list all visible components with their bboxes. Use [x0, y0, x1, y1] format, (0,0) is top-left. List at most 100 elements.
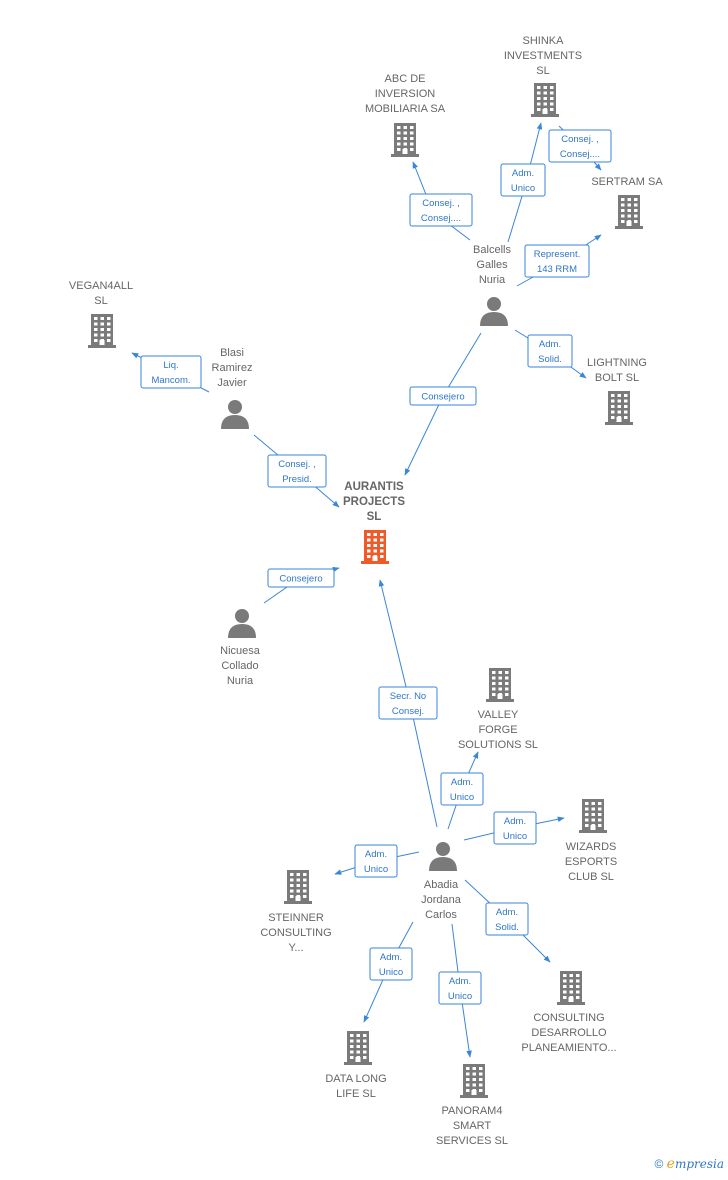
edge-label-text: Solid. — [495, 922, 519, 933]
edge-label-box[interactable] — [267, 568, 335, 588]
edge-abadia-to-valley: Adm.Unico — [440, 751, 484, 830]
edge-label-text: 143 RRM — [537, 264, 577, 275]
edge-blasi-to-aurantis: Consej. ,Presid. — [253, 434, 340, 508]
edge-label[interactable]: Adm. Unico — [493, 811, 537, 845]
node-label: ESPORTS — [565, 856, 617, 868]
edge-label-text: Consej.... — [421, 213, 461, 224]
edge-label-box[interactable] — [409, 386, 477, 406]
edge-label-box[interactable] — [369, 947, 413, 981]
edge-label-box[interactable] — [440, 772, 484, 806]
node-label: Balcells — [473, 244, 511, 256]
edge-label-box[interactable] — [267, 454, 327, 488]
edge-label-box[interactable] — [354, 844, 398, 878]
node-sertram[interactable]: SERTRAM SA — [591, 176, 663, 229]
edge-label[interactable]: Liq.Mancom. — [140, 355, 202, 389]
edge-label-box[interactable] — [527, 334, 573, 368]
edge-balcells-to-aurantis: Consejero — [404, 332, 482, 476]
edge-label-text: Adm. — [504, 816, 526, 827]
node-label: Blasi — [220, 347, 244, 359]
edge-label-text: Adm. — [380, 952, 402, 963]
edge-label[interactable]: Adm.Unico — [438, 971, 482, 1005]
edge-label-box[interactable] — [485, 902, 529, 936]
node-label: AURANTIS — [344, 481, 404, 493]
edge-abadia-to-steinner: Adm.Unico — [334, 844, 420, 878]
company-building-icon — [486, 668, 514, 702]
node-label: SERTRAM SA — [591, 176, 663, 188]
company-building-icon — [605, 391, 633, 425]
node-label: Nuria — [479, 274, 506, 286]
edge-label-box[interactable] — [524, 244, 590, 278]
edge-label-text: Adm. — [449, 976, 471, 987]
edge-balcells-to-abc: Consej. , Consej.... — [409, 161, 473, 241]
node-label: STEINNER — [268, 912, 324, 924]
node-label: Jordana — [421, 894, 462, 906]
edge-nicuesa-to-aurantis: Consejero — [263, 566, 340, 604]
edge-label-box[interactable] — [493, 811, 537, 845]
company-building-icon — [615, 195, 643, 229]
node-label: SMART — [453, 1120, 492, 1132]
edge-label[interactable]: Consej. , Consej.... — [409, 193, 473, 227]
edge-balcells-to-sertram: Represent.143 RRM — [516, 234, 602, 287]
edge-label-box[interactable] — [140, 355, 202, 389]
edge-label[interactable]: Consej. ,Presid. — [267, 454, 327, 488]
edge-label-box[interactable] — [438, 971, 482, 1005]
edge-label[interactable]: Represent.143 RRM — [524, 244, 590, 278]
person-icon — [480, 297, 508, 326]
node-consulting[interactable]: CONSULTINGDESARROLLOPLANEAMIENTO... — [521, 971, 617, 1054]
edge-abadia-to-consulting: Adm.Solid. — [464, 879, 551, 963]
edge-label-box[interactable] — [500, 163, 546, 197]
edge-label[interactable]: Adm.Solid. — [485, 902, 529, 936]
edge-balcells-to-lightning: Adm. Solid. — [514, 329, 587, 379]
node-label: DATA LONG — [325, 1073, 386, 1085]
edge-label[interactable]: Adm.Unico — [500, 163, 546, 197]
edge-label-box[interactable] — [409, 193, 473, 227]
node-label: MOBILIARIA SA — [365, 103, 446, 115]
node-label: PLANEAMIENTO... — [521, 1042, 616, 1054]
edge-label-box[interactable] — [548, 129, 612, 163]
edge-label[interactable]: Adm.Unico — [369, 947, 413, 981]
node-label: LIGHTNING — [587, 357, 647, 369]
edge-label-text: Consej.... — [560, 149, 600, 160]
edge-label-text: Adm. — [539, 339, 561, 350]
node-label: SERVICES SL — [436, 1135, 508, 1147]
edge-label[interactable]: Consejero — [267, 568, 335, 588]
edge-label[interactable]: Consejero — [409, 386, 477, 406]
edge-label-text: Consej. , — [422, 198, 460, 209]
edge-label[interactable]: Adm.Unico — [354, 844, 398, 878]
node-label: Javier — [217, 377, 247, 389]
brand-logo-text: mpresia — [674, 1157, 724, 1171]
edge-label-text: Unico — [450, 792, 474, 803]
company-building-icon — [284, 870, 312, 904]
copyright-symbol: © — [654, 1157, 664, 1171]
node-label: VALLEY — [478, 709, 519, 721]
node-label: Collado — [221, 660, 258, 672]
edge-label-box[interactable] — [378, 686, 438, 720]
node-steinner[interactable]: STEINNERCONSULTINGY... — [260, 870, 332, 954]
edge-label-text: Solid. — [538, 354, 562, 365]
node-label: Nuria — [227, 675, 254, 687]
edge-label-text: Unico — [503, 831, 527, 842]
edge-label[interactable]: Adm. Solid. — [527, 334, 573, 368]
edge-label[interactable]: Consej. ,Consej.... — [548, 129, 612, 163]
edge-label[interactable]: Adm.Unico — [440, 772, 484, 806]
node-label: PROJECTS — [343, 496, 405, 508]
edge-label-text: Secr. No — [390, 691, 426, 702]
company-building-icon — [579, 799, 607, 833]
node-label: INVESTMENTS — [504, 50, 582, 62]
